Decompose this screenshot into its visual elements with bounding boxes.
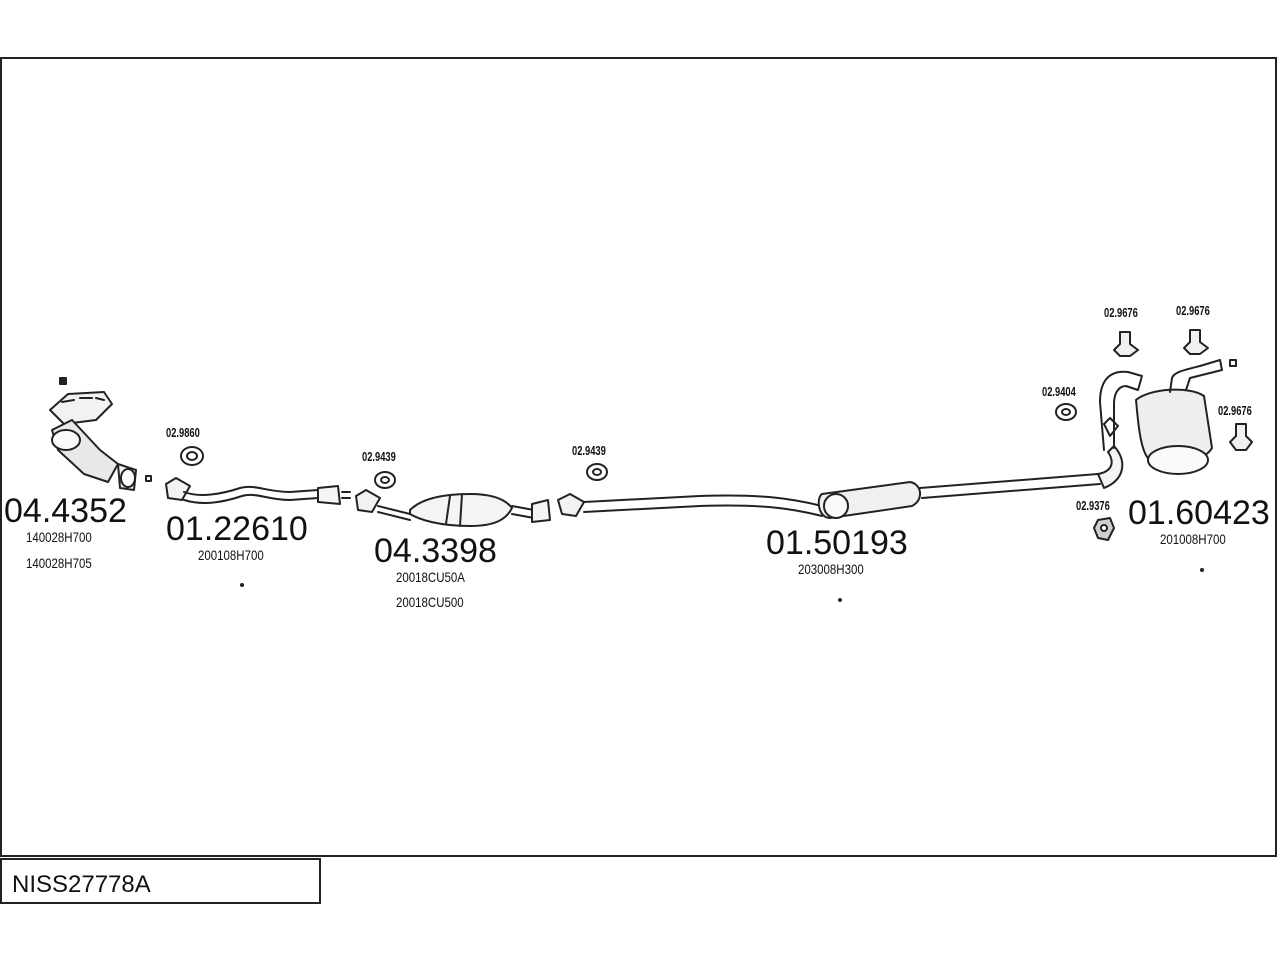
part-number-04-3398: 04.3398 [374, 532, 497, 570]
fitting-label-02-9439-a: 02.9439 [362, 449, 396, 464]
fitting-label-02-9676-b: 02.9676 [1176, 303, 1210, 318]
diagram-code: NISS27778A [12, 871, 151, 898]
middle-silencer-drawing [557, 463, 1101, 519]
part-ref-3b: 20018CU500 [396, 594, 464, 610]
front-pipe-drawing [165, 446, 351, 505]
part-ref-1b: 140028H705 [26, 555, 92, 571]
fitting-label-02-9860: 02.9860 [166, 425, 200, 440]
diagram-code-box: NISS27778A [0, 858, 321, 904]
part-number-01-50193: 01.50193 [766, 524, 908, 562]
center-converter-drawing [355, 471, 551, 527]
fitting-label-02-9676-c: 02.9676 [1218, 403, 1252, 418]
part-number-04-4352: 04.4352 [4, 492, 127, 530]
part-ref-3a: 20018CU50A [396, 569, 465, 585]
diagram-frame [0, 57, 1277, 857]
part-ref-4a: 203008H300 [798, 561, 864, 577]
fitting-label-02-9439-b: 02.9439 [572, 443, 606, 458]
part-ref-1a: 140028H700 [26, 529, 92, 545]
rear-silencer-drawing [1055, 329, 1253, 541]
part-number-01-60423: 01.60423 [1128, 494, 1270, 532]
part-ref-5a: 201008H700 [1160, 531, 1226, 547]
fitting-label-02-9676-a: 02.9676 [1104, 305, 1138, 320]
fitting-label-02-9376: 02.9376 [1076, 498, 1110, 513]
fitting-label-02-9404: 02.9404 [1042, 384, 1076, 399]
part-number-01-22610: 01.22610 [166, 510, 308, 548]
catalytic-manifold-drawing [49, 377, 152, 491]
part-ref-2a: 200108H700 [198, 547, 264, 563]
